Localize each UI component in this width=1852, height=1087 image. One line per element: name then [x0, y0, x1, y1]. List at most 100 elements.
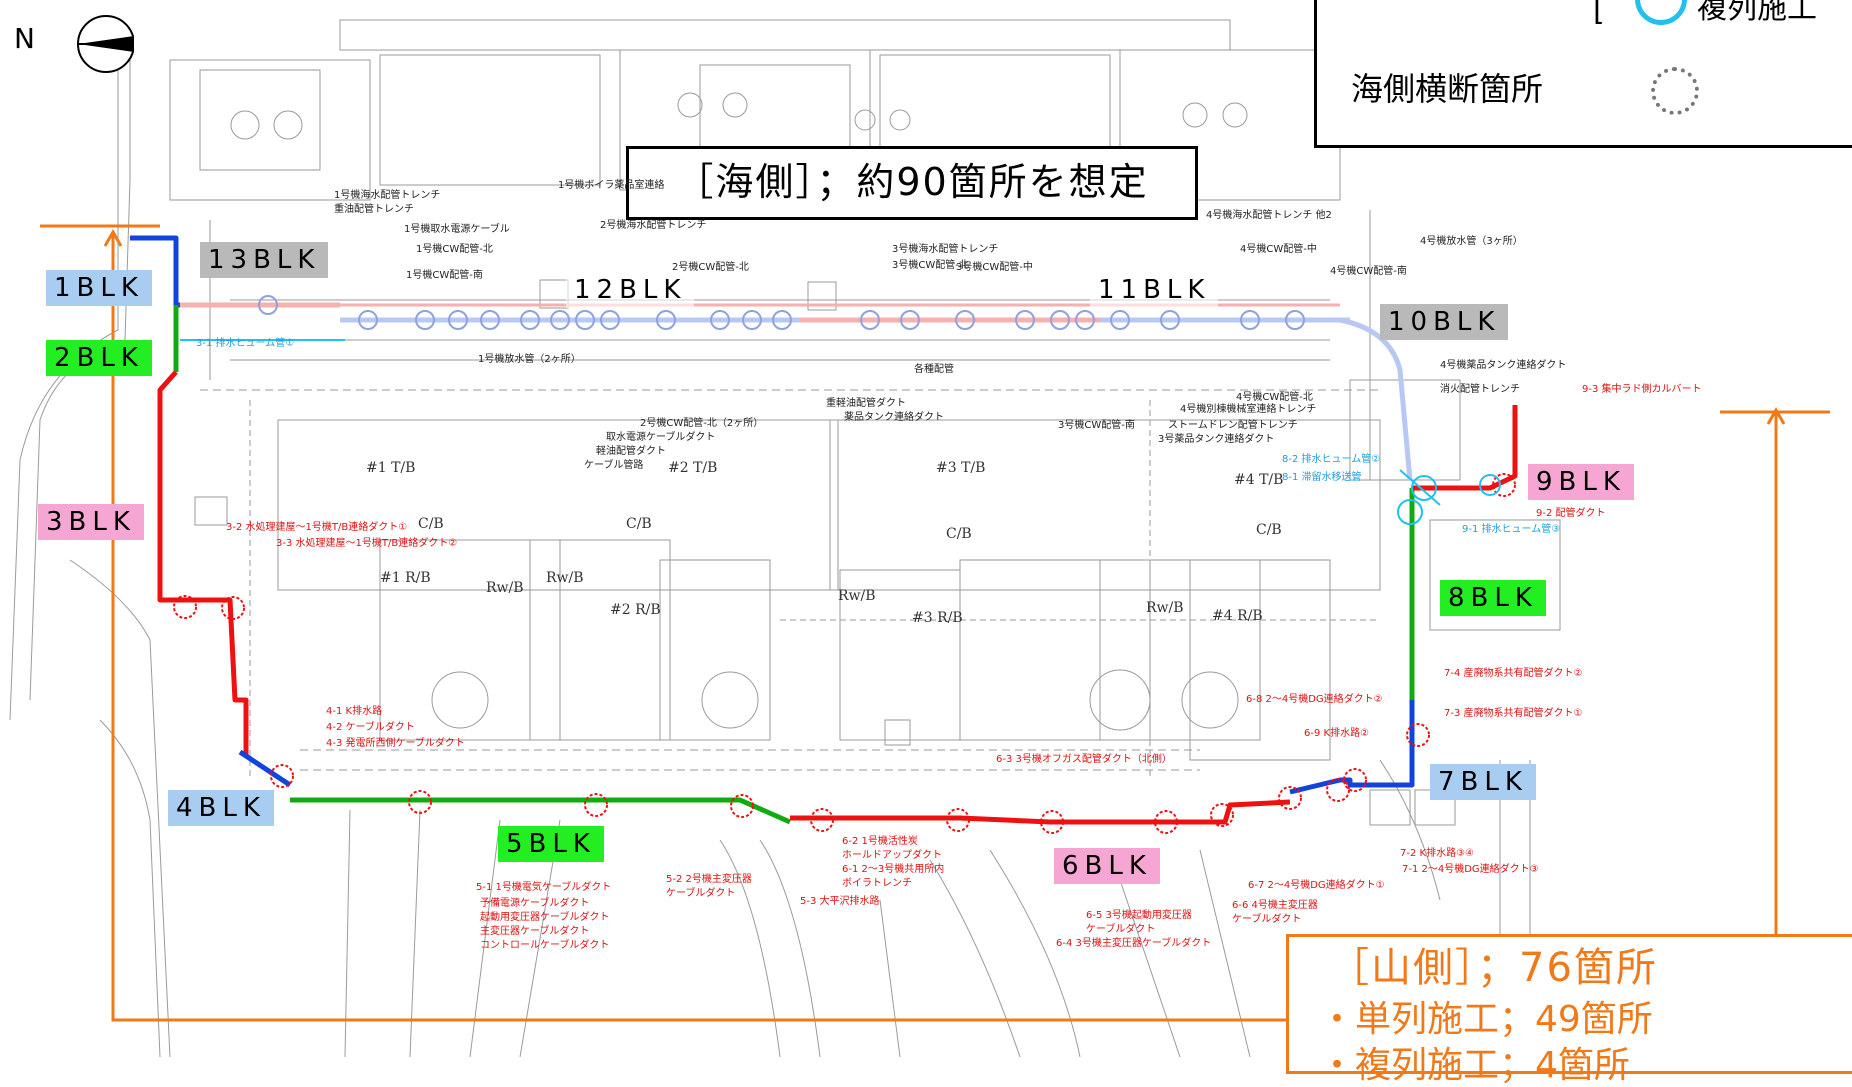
- sea-crossing-markers: [258, 295, 1305, 330]
- dark-label-24: ストームドレン配管トレンチ: [1168, 420, 1298, 431]
- double-row-markers: [1397, 474, 1501, 525]
- mountain-crossing-markers: [173, 473, 1516, 834]
- route-blk4: [238, 749, 292, 788]
- dark-label-17: 取水電源ケーブルダクト: [606, 432, 716, 443]
- route-blk7: [1289, 700, 1415, 795]
- label-3-1: 3-1 排水ヒューム管①: [196, 338, 295, 349]
- block-label-9: 9BLK: [1528, 464, 1634, 500]
- dark-label-4: 1号機CW配管-南: [406, 270, 483, 281]
- north-label: N: [14, 22, 35, 55]
- dark-label-9: 3号機CW配管-北: [892, 260, 969, 271]
- label-5-1-sub2: 起動用変圧器ケーブルダクト: [480, 912, 610, 923]
- label-6-6-sub: ケーブルダクト: [1232, 914, 1302, 925]
- mountain-side-summary: ［山側］；76箇所 ・単列施工；49箇所 ・複列施工；4箇所: [1286, 934, 1852, 1086]
- building-4rb: #4 R/B: [1212, 608, 1263, 624]
- mountain-title: ［山側］；76箇所: [1329, 945, 1658, 991]
- dark-label-21: 薬品タンク連絡ダクト: [844, 412, 944, 423]
- block-label-8: 8BLK: [1440, 580, 1546, 616]
- route-blk9: [1412, 405, 1518, 491]
- label-7-3: 7-3 産廃物系共有配管ダクト①: [1444, 708, 1583, 719]
- label-3-2: 3-2 水処理建屋～1号機T/B連絡ダクト①: [226, 522, 408, 533]
- block-label-13: 13BLK: [200, 242, 329, 278]
- north-arrow-icon: [77, 15, 134, 73]
- label-5-2-sub: ケーブルダクト: [666, 888, 736, 899]
- label-6-9: 6-9 K排水路②: [1304, 728, 1370, 739]
- legend: [ 複列施工 海側横断箇所: [1314, 0, 1852, 148]
- building-1rb: #1 R/B: [380, 570, 431, 586]
- label-9-3: 9-3 集中ラド側カルバート: [1582, 384, 1702, 395]
- label-8-2: 8-2 排水ヒューム管②: [1282, 454, 1381, 465]
- diagram-stage: N ［海側］；約90箇所を想定 [ 複列施工 海側横断箇所 ［山側］；76箇所 …: [9, 0, 1852, 1086]
- block-label-4: 4BLK: [168, 790, 274, 826]
- dark-label-2: 1号機取水電源ケーブル: [404, 224, 510, 235]
- label-6-1-sub: ボイラトレンチ: [842, 878, 912, 889]
- mountain-boundary: [40, 224, 1830, 1022]
- block-label-3: 3BLK: [38, 504, 144, 540]
- label-4-2: 4-2 ケーブルダクト: [326, 722, 415, 733]
- dark-label-26: 4号機CW配管-北: [1236, 392, 1313, 403]
- dark-label-14: 4号機放水管（3ヶ所）: [1420, 236, 1523, 247]
- mountain-double-row: ・複列施工；4箇所: [1319, 1045, 1630, 1086]
- dotted-circle-icon: [1651, 67, 1699, 115]
- label-9-1: 9-1 排水ヒューム管③: [1462, 524, 1561, 535]
- building-3tb: #3 T/B: [936, 460, 986, 476]
- label-5-2: 5-2 2号機主変圧器: [666, 874, 752, 885]
- dark-label-23: 3号機CW配管-南: [1058, 420, 1135, 431]
- cyan-lines: [180, 339, 1441, 506]
- dark-label-25: 3号薬品タンク連絡ダクト: [1158, 434, 1275, 445]
- cyan-circle-icon: [1635, 0, 1687, 25]
- label-5-1-sub1: 予備電源ケーブルダクト: [480, 898, 590, 909]
- block-label-2: 2BLK: [46, 340, 152, 376]
- label-6-2-sub: ホールドアップダクト: [842, 850, 942, 861]
- block-label-7: 7BLK: [1430, 764, 1536, 800]
- dark-label-1: 重油配管トレンチ: [334, 204, 414, 215]
- building-rwb-2: Rw/B: [546, 570, 584, 586]
- label-6-1: 6-1 2～3号機共用所内: [842, 864, 945, 875]
- block-label-6: 6BLK: [1054, 848, 1160, 884]
- label-5-1: 5-1 1号機電気ケーブルダクト: [476, 882, 612, 893]
- label-6-3: 6-3 3号機オフガス配管ダクト（北側）: [996, 754, 1172, 765]
- legend-bracket: [: [1593, 0, 1605, 28]
- label-5-1-sub4: コントロールケーブルダクト: [480, 940, 610, 951]
- label-6-8: 6-8 2～4号機DG連絡ダクト②: [1246, 694, 1383, 705]
- dark-label-15: 1号機放水管（2ヶ所）: [478, 354, 581, 365]
- dark-label-27: 4号機別棟機械室連絡トレンチ: [1180, 404, 1317, 415]
- label-4-3: 4-3 発電所西側ケーブルダクト: [326, 738, 465, 749]
- label-7-2: 7-2 K排水路③④: [1400, 848, 1474, 859]
- block-label-10: 10BLK: [1380, 304, 1509, 340]
- label-5-1-sub3: 主変圧器ケーブルダクト: [480, 926, 590, 937]
- block-label-1: 1BLK: [46, 270, 152, 306]
- label-6-5: 6-5 3号機起動用変圧器: [1086, 910, 1192, 921]
- building-cb-4: C/B: [1256, 522, 1282, 538]
- legend-double-row-label: 複列施工: [1697, 0, 1817, 26]
- dark-label-8: 3号機海水配管トレンチ: [892, 244, 999, 255]
- building-2tb: #2 T/B: [668, 460, 718, 476]
- label-6-6: 6-6 4号機主変圧器: [1232, 900, 1318, 911]
- dark-label-6: 2号機海水配管トレンチ: [600, 220, 707, 231]
- building-cb-1: C/B: [418, 516, 444, 532]
- building-rwb-1: Rw/B: [486, 580, 524, 596]
- label-3-3: 3-3 水処理建屋～1号機T/B連絡ダクト②: [276, 538, 458, 549]
- building-cb-3: C/B: [946, 526, 972, 542]
- site-plan: [9, 19, 1830, 1057]
- background-drawing: [9, 19, 1561, 1057]
- dark-label-5: 1号機ボイラ薬品室連絡: [558, 180, 665, 191]
- dark-label-11: 4号機海水配管トレンチ 他2: [1206, 210, 1332, 221]
- sea-side-callout: ［海側］；約90箇所を想定: [626, 146, 1198, 220]
- label-6-4: 6-4 3号機主変圧器ケーブルダクト: [1056, 938, 1212, 949]
- label-5-3: 5-3 大平沢排水路: [800, 896, 880, 907]
- dark-label-12: 4号機CW配管-中: [1240, 244, 1317, 255]
- mountain-single-row: ・単列施工；49箇所: [1319, 999, 1653, 1040]
- label-8-1: 8-1 滞留水移送管: [1282, 472, 1362, 483]
- label-6-2: 6-2 1号機活性炭: [842, 836, 918, 847]
- route-blk3: [157, 370, 249, 755]
- dark-label-10: 3号機CW配管-中: [956, 262, 1033, 273]
- legend-sea-crossing-label: 海側横断箇所: [1351, 70, 1544, 108]
- block-label-5: 5BLK: [498, 826, 604, 862]
- dark-label-3: 1号機CW配管-北: [416, 244, 493, 255]
- route-blk6: [790, 799, 1291, 825]
- sea-side-lines: [180, 302, 1413, 481]
- dark-label-28: 4号機薬品タンク連絡ダクト: [1440, 360, 1567, 371]
- label-4-1: 4-1 K排水路: [326, 706, 383, 717]
- label-9-2: 9-2 配管ダクト: [1536, 508, 1606, 519]
